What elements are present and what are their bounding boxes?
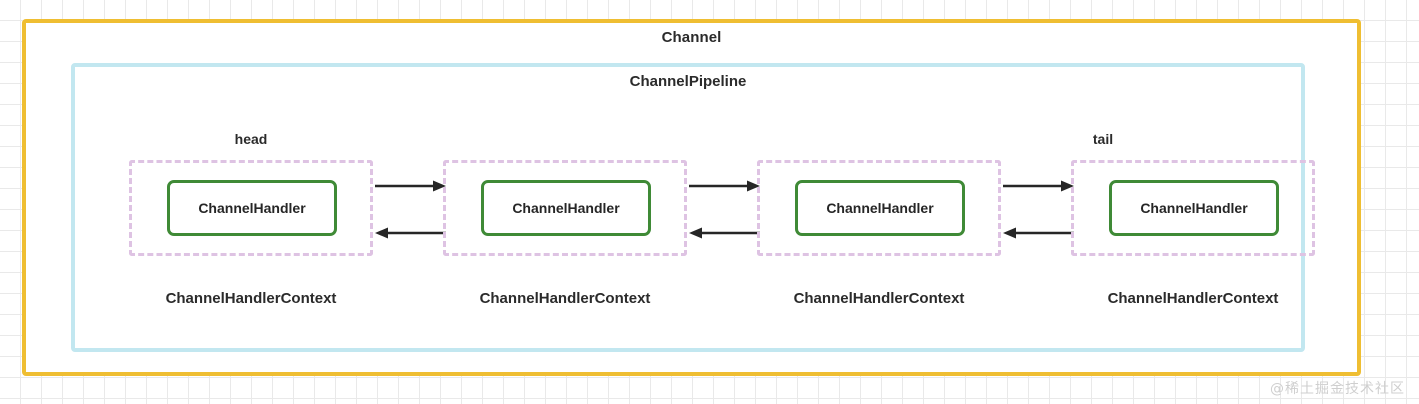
channel-handler-box-2[interactable]: ChannelHandler [481, 180, 651, 236]
channel-pipeline-title: ChannelPipeline [629, 73, 747, 90]
connector-arrows-2-3 [689, 180, 760, 239]
connector-arrows-1-2 [375, 180, 446, 239]
channel-handler-label-4: ChannelHandler [1140, 200, 1248, 216]
connector-1-2 [373, 160, 448, 256]
channel-handler-context-caption-1: ChannelHandlerContext [165, 290, 337, 307]
channel-handler-context-caption-2: ChannelHandlerContext [479, 290, 651, 307]
channel-handler-box-4[interactable]: ChannelHandler [1109, 180, 1279, 236]
channel-handler-label-2: ChannelHandler [512, 200, 620, 216]
channel-handler-box-3[interactable]: ChannelHandler [795, 180, 965, 236]
handler-group-1[interactable]: ChannelHandler [129, 160, 373, 256]
handler-group-4[interactable]: ChannelHandler [1071, 160, 1315, 256]
channel-handler-label-1: ChannelHandler [198, 200, 306, 216]
channel-title: Channel [661, 29, 722, 46]
handler-group-2[interactable]: ChannelHandler [443, 160, 687, 256]
channel-handler-box-1[interactable]: ChannelHandler [167, 180, 337, 236]
channel-handler-context-caption-4: ChannelHandlerContext [1107, 290, 1279, 307]
connector-3-4 [1001, 160, 1076, 256]
watermark: @稀土掘金技术社区 [1270, 381, 1405, 397]
channel-handler-context-box-1 [129, 160, 373, 256]
channel-handler-label-3: ChannelHandler [826, 200, 934, 216]
channel-pipeline-container: ChannelPipeline head tail ChannelHandler [71, 63, 1315, 352]
channel-handler-context-box-2 [443, 160, 687, 256]
connector-2-3 [687, 160, 762, 256]
channel-container: Channel ChannelPipeline head tail Channe… [22, 19, 1361, 376]
channel-handler-context-box-4 [1071, 160, 1315, 256]
head-label: head [234, 131, 268, 147]
tail-label: tail [1092, 131, 1114, 147]
connector-arrows-3-4 [1003, 180, 1074, 239]
channel-handler-context-box-3 [757, 160, 1001, 256]
handler-group-3[interactable]: ChannelHandler [757, 160, 1001, 256]
channel-handler-context-caption-3: ChannelHandlerContext [793, 290, 965, 307]
